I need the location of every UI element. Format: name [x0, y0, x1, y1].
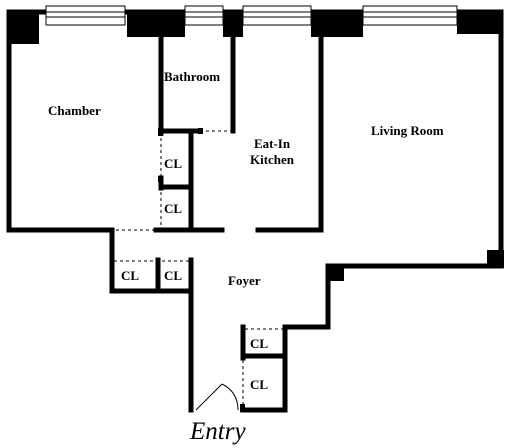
closet-label-2: CL: [164, 201, 183, 216]
room-label-bathroom: Bathroom: [164, 69, 221, 84]
window-kitchen: [242, 5, 312, 26]
room-label-kitchen-line1: Eat-In: [253, 136, 291, 151]
entry-label: Entry: [190, 418, 246, 445]
closet-label-1: CL: [164, 156, 183, 171]
entry-door-swing: [195, 383, 239, 411]
dashed-lines: [114, 130, 285, 404]
room-label-chamber: Chamber: [48, 103, 101, 118]
closet-label-6: CL: [250, 377, 269, 392]
windows: [45, 5, 458, 26]
window-living: [362, 5, 458, 26]
window-chamber: [45, 5, 126, 26]
closet-label-4: CL: [164, 268, 183, 283]
room-label-foyer: Foyer: [228, 273, 261, 288]
room-label-living-room: Living Room: [371, 123, 444, 138]
corner-blocks: [7, 10, 504, 281]
closet-label-3: CL: [121, 268, 140, 283]
closet-label-5: CL: [250, 336, 269, 351]
door-posts: [158, 128, 245, 412]
window-bathroom: [184, 5, 224, 26]
room-label-kitchen-line2: Kitchen: [249, 152, 295, 167]
